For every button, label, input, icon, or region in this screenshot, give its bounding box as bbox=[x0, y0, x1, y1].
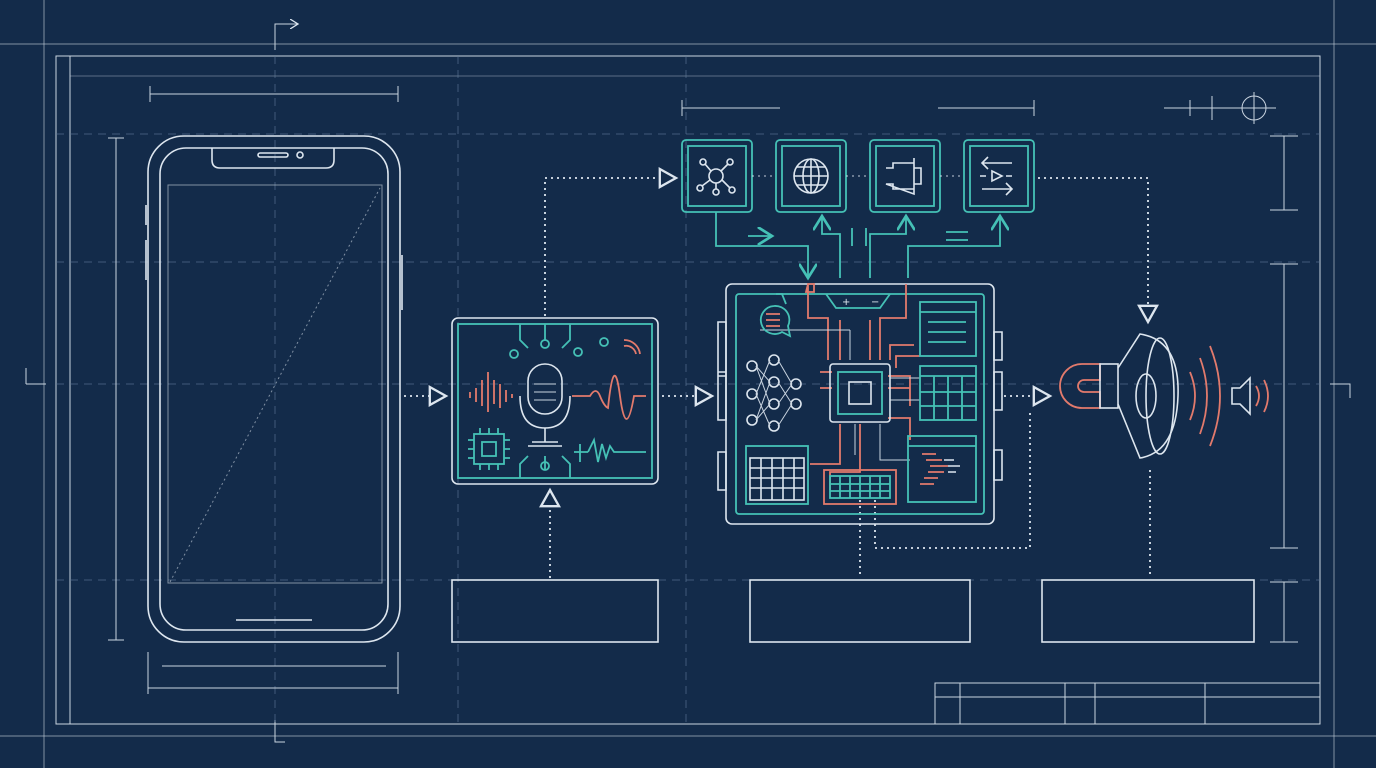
processor-label-box bbox=[749, 579, 971, 643]
service-box-network bbox=[681, 139, 753, 213]
chip-icon bbox=[468, 428, 510, 470]
network-hub-icon bbox=[696, 158, 736, 196]
code-window-icon bbox=[907, 435, 977, 503]
label-boxes bbox=[451, 579, 1255, 643]
neural-network-icon bbox=[746, 354, 802, 432]
chat-bubble-icon bbox=[759, 305, 792, 338]
keyboard-icon bbox=[823, 469, 897, 505]
grid-table-icon bbox=[919, 365, 977, 421]
minus-label: − bbox=[871, 297, 879, 308]
waveform-icon bbox=[572, 374, 646, 420]
data-table-icon bbox=[919, 301, 977, 357]
crosshair-icon bbox=[1164, 92, 1276, 124]
pulse-icon bbox=[574, 437, 646, 463]
output-label-box bbox=[1041, 579, 1255, 643]
smartphone-icon bbox=[145, 135, 403, 643]
microphone-icon bbox=[519, 363, 571, 447]
service-box-transfer bbox=[963, 139, 1035, 213]
speaker-icon bbox=[1059, 333, 1221, 459]
processor-module: + − bbox=[717, 283, 1003, 525]
module-icon bbox=[885, 158, 922, 196]
service-box-globe bbox=[775, 139, 847, 213]
cpu-icon bbox=[829, 363, 891, 423]
sound-wave-icon bbox=[469, 372, 513, 412]
wifi-icon bbox=[623, 339, 641, 355]
service-box-module bbox=[869, 139, 941, 213]
audio-label-box bbox=[451, 579, 659, 643]
globe-icon bbox=[793, 158, 829, 194]
dimension-lines bbox=[108, 86, 1298, 694]
audio-input-module bbox=[451, 317, 659, 485]
volume-icon bbox=[1231, 376, 1269, 416]
service-connectors bbox=[715, 175, 1000, 278]
transfer-arrows-icon bbox=[980, 156, 1014, 196]
spreadsheet-icon bbox=[745, 445, 809, 505]
plus-label: + bbox=[842, 297, 850, 308]
